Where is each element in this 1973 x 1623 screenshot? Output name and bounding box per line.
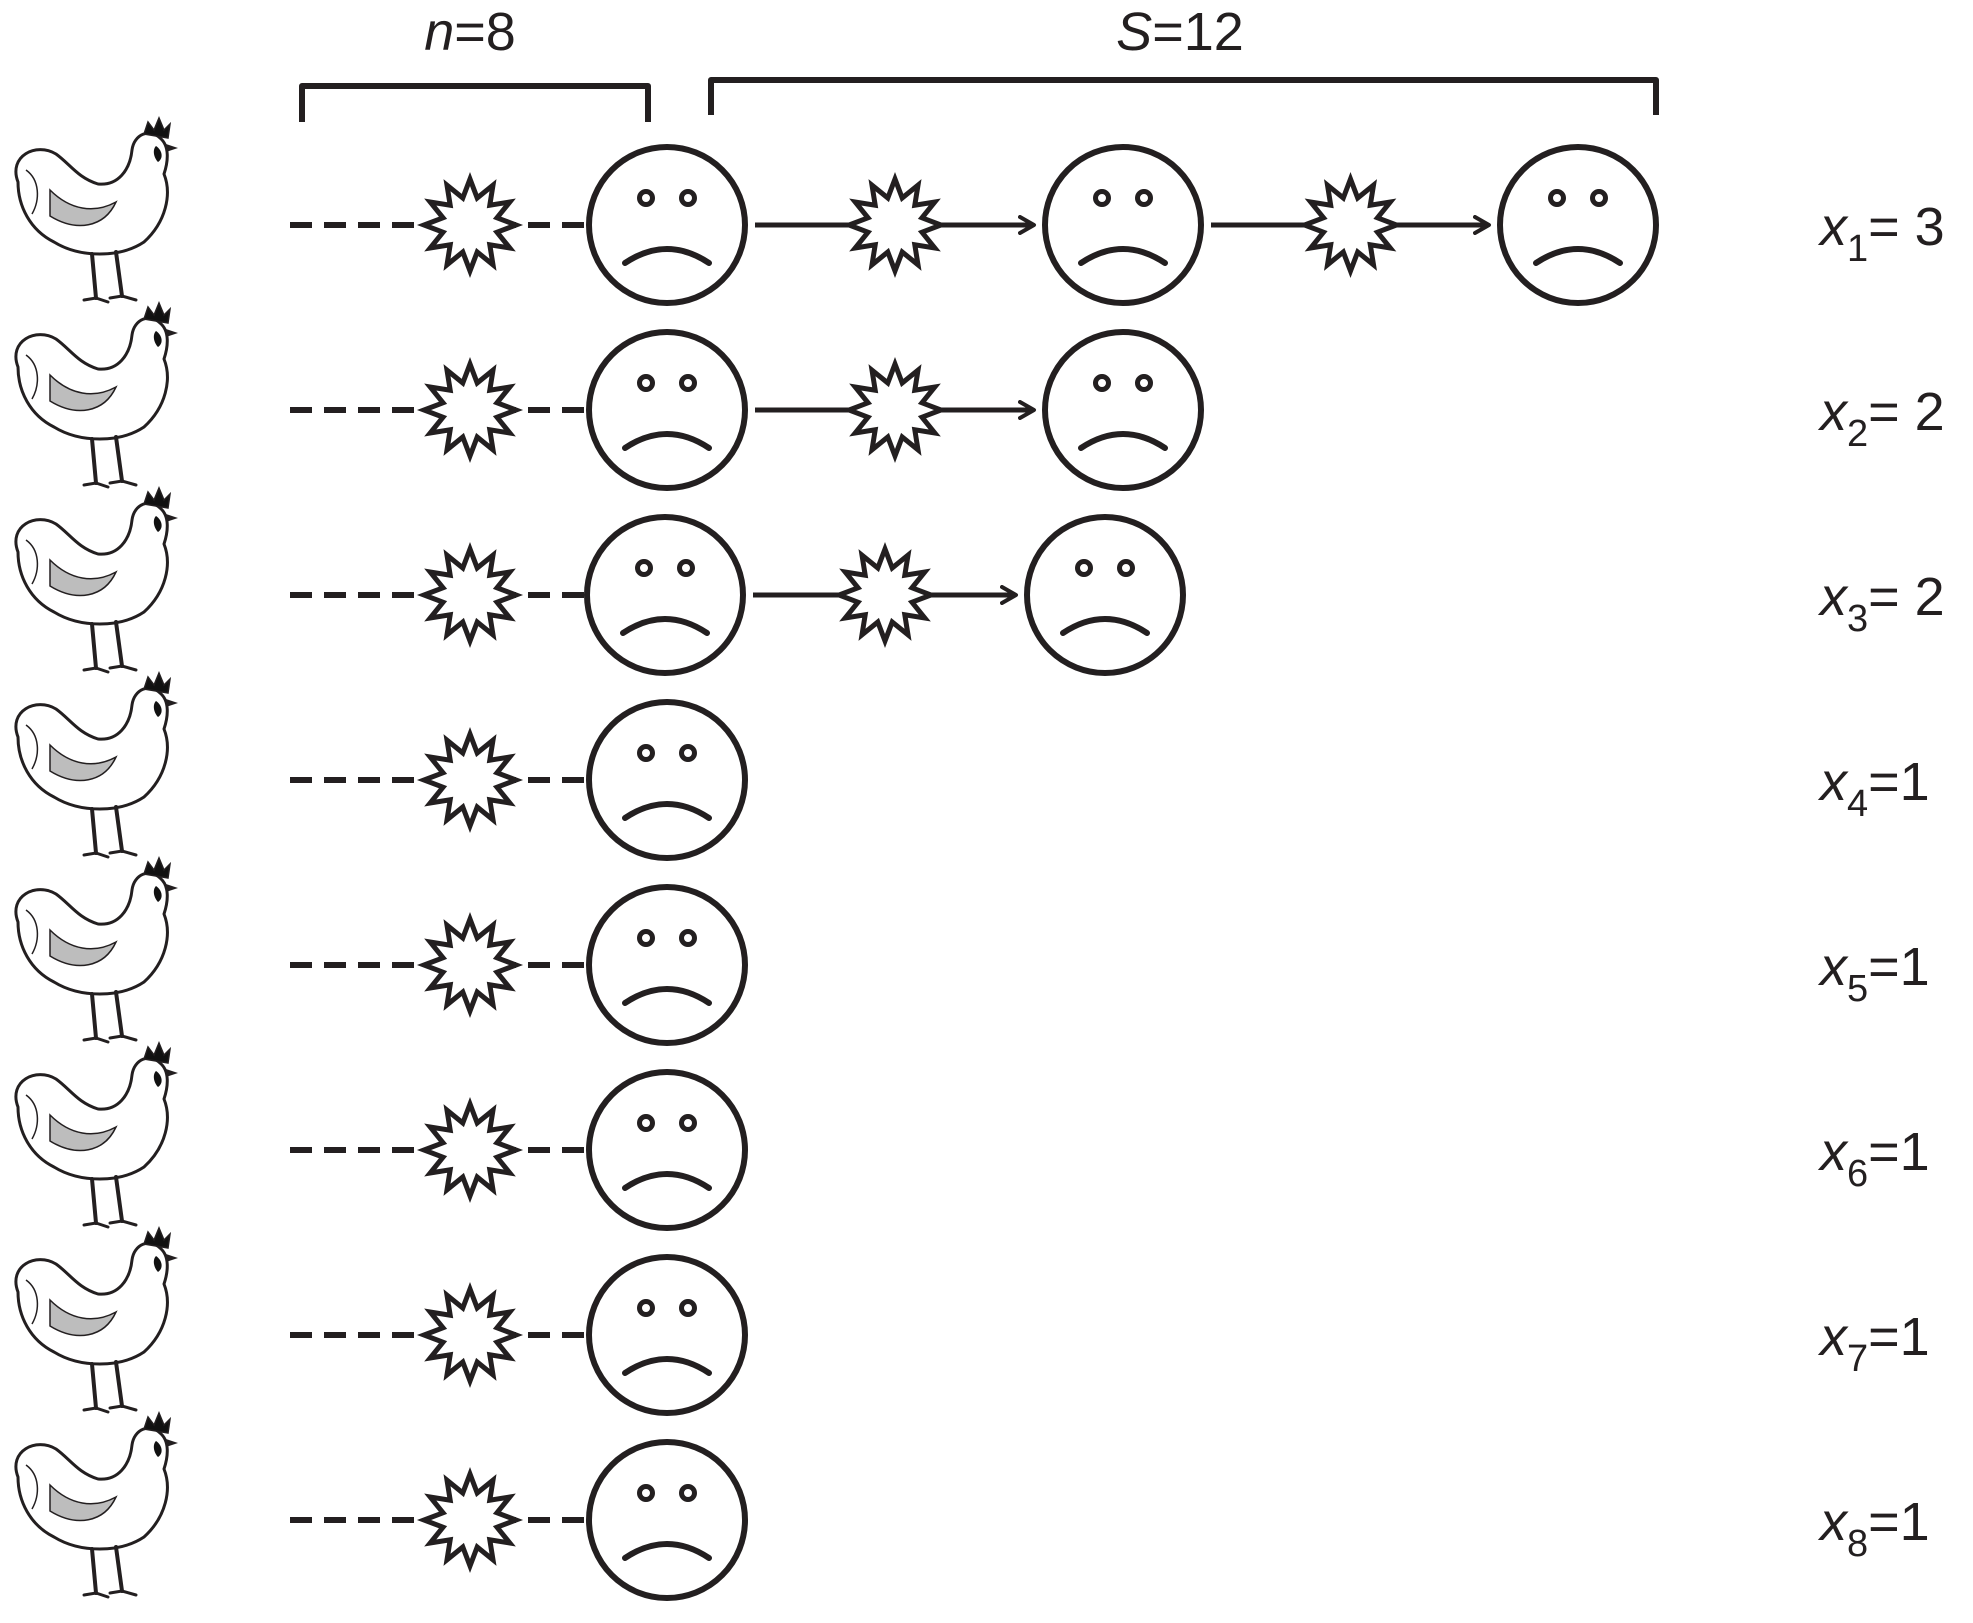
sad-face-icon [586, 329, 748, 491]
sad-face-icon [584, 514, 746, 676]
row-count-label: x2= 2 [1817, 382, 1945, 455]
sad-face-icon [586, 1439, 748, 1601]
starburst-icon [841, 356, 949, 464]
starburst-icon [416, 1096, 524, 1204]
starburst-icon [416, 171, 524, 279]
chicken-icon [14, 856, 178, 1044]
starburst-icon [841, 171, 949, 279]
row-count-label: x1= 3 [1817, 197, 1945, 270]
starburst-icon [416, 1281, 524, 1389]
starburst-icon [416, 1466, 524, 1574]
sad-face-icon [1497, 144, 1659, 306]
sad-face-icon [586, 1254, 748, 1416]
starburst-icon [416, 911, 524, 1019]
sad-face-icon [586, 144, 748, 306]
sad-face-icon [586, 1069, 748, 1231]
row-count-label: x3= 2 [1817, 567, 1945, 640]
row-count-label: x5=1 [1817, 937, 1930, 1010]
row-count-label: x7=1 [1817, 1307, 1930, 1380]
n-bracket [299, 83, 651, 122]
starburst-icon [416, 541, 524, 649]
sad-face-icon [586, 884, 748, 1046]
chicken-icon [14, 301, 178, 489]
n-label: n=8 [424, 2, 516, 62]
chicken-icon [14, 1041, 178, 1229]
chicken-icon [14, 1226, 178, 1414]
row-count-label: x8=1 [1817, 1492, 1930, 1565]
chicken-icon [14, 671, 178, 859]
chicken-icon [14, 1411, 178, 1599]
starburst-icon [416, 356, 524, 464]
row-count-label: x6=1 [1817, 1122, 1930, 1195]
s-label: S=12 [1116, 2, 1244, 62]
s-bracket [708, 77, 1659, 115]
chicken-icon [14, 116, 178, 304]
chicken-icon [14, 486, 178, 674]
sad-face-icon [586, 699, 748, 861]
starburst-icon [1297, 171, 1404, 279]
sad-face-icon [1024, 514, 1186, 676]
sad-face-icon [1042, 329, 1204, 491]
starburst-icon [831, 541, 939, 649]
transmission-rows: x1= 3 x2= 2 x3= 2 x4=1 x5=1 x6=1 x7=1 x8=1 [14, 116, 1945, 1601]
starburst-icon [416, 726, 524, 834]
sad-face-icon [1042, 144, 1204, 306]
row-count-label: x4=1 [1817, 752, 1930, 825]
